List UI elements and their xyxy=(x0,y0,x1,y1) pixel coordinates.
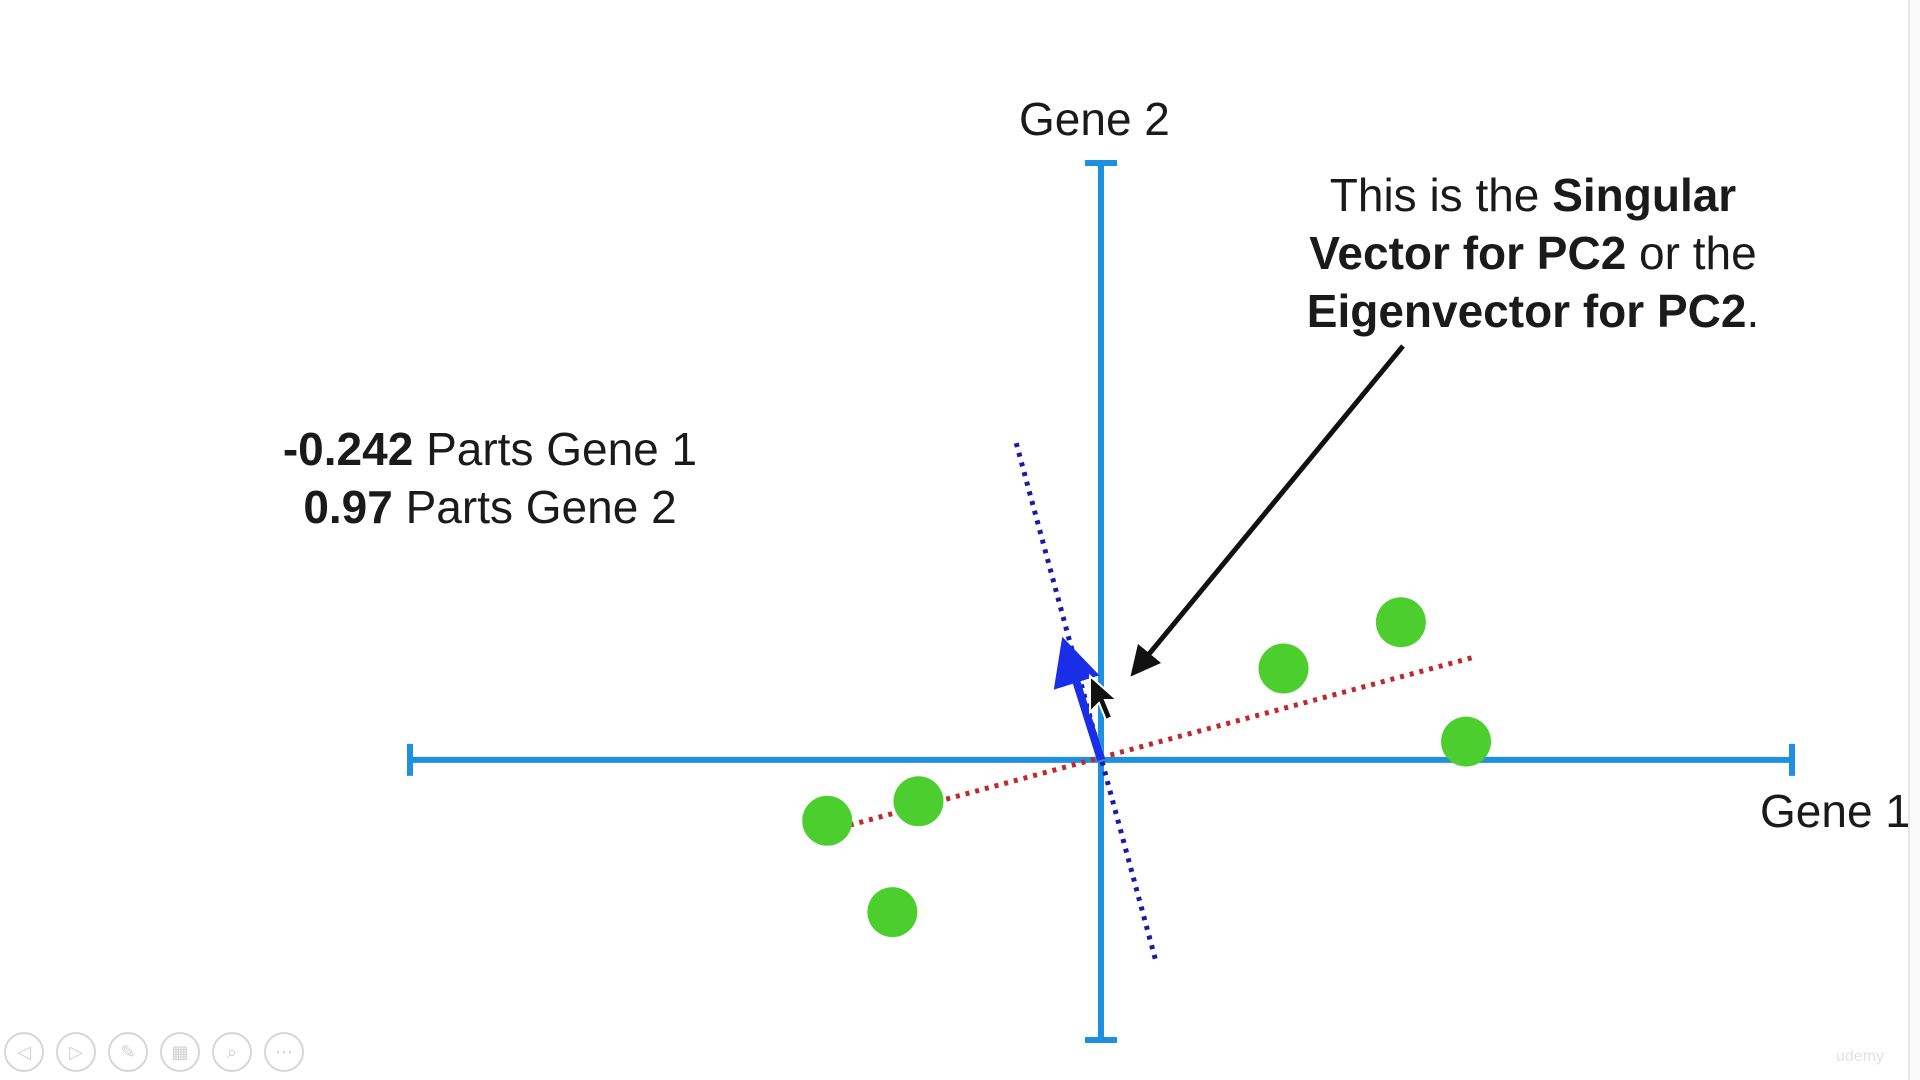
pen-icon[interactable]: ✎ xyxy=(108,1032,148,1072)
data-point xyxy=(893,776,944,827)
previous-icon[interactable]: ◁ xyxy=(4,1032,44,1072)
callout-pointer-arrow xyxy=(1130,344,1405,677)
callout-text: This is the Singular Vector for PC2 or t… xyxy=(1258,166,1808,340)
mouse-cursor-icon xyxy=(1089,673,1120,722)
data-point xyxy=(1441,716,1492,767)
callout-text-1: This is the xyxy=(1329,169,1553,221)
x-axis-label: Gene 1 xyxy=(1760,785,1911,837)
y-axis-label: Gene 2 xyxy=(1019,93,1170,145)
gene2-loading-label: Parts Gene 2 xyxy=(392,481,677,533)
data-point xyxy=(802,795,853,846)
gene1-loading-label: Parts Gene 1 xyxy=(413,423,698,475)
callout-bold-singular: Singular xyxy=(1552,169,1737,221)
next-icon[interactable]: ▷ xyxy=(56,1032,96,1072)
zoom-icon[interactable]: ⌕ xyxy=(212,1032,252,1072)
callout-bold-eigenvector: Eigenvector for PC2 xyxy=(1306,285,1747,337)
callout-text-2: or the xyxy=(1626,227,1757,279)
more-icon[interactable]: ⋯ xyxy=(264,1032,304,1072)
scrollbar[interactable] xyxy=(1908,0,1920,1080)
gene2-loading-value: 0.97 xyxy=(303,481,393,533)
data-point xyxy=(1258,643,1309,694)
presentation-controls: ◁ ▷ ✎ ▦ ⌕ ⋯ xyxy=(4,1032,304,1072)
data-point xyxy=(867,887,918,938)
callout-text-3: . xyxy=(1746,285,1760,337)
data-point xyxy=(1375,597,1426,648)
loadings-text: -0.242 Parts Gene 1 0.97 Parts Gene 2 xyxy=(260,420,720,536)
watermark-logo: udemy xyxy=(1836,1048,1885,1065)
gene1-loading-line: -0.242 Parts Gene 1 xyxy=(260,420,720,478)
slides-icon[interactable]: ▦ xyxy=(160,1032,200,1072)
gene2-loading-line: 0.97 Parts Gene 2 xyxy=(260,478,720,536)
gene1-loading-value: -0.242 xyxy=(282,423,414,475)
callout-bold-vector: Vector for PC2 xyxy=(1309,227,1627,279)
pc2-singular-vector-arrow xyxy=(1053,636,1105,762)
